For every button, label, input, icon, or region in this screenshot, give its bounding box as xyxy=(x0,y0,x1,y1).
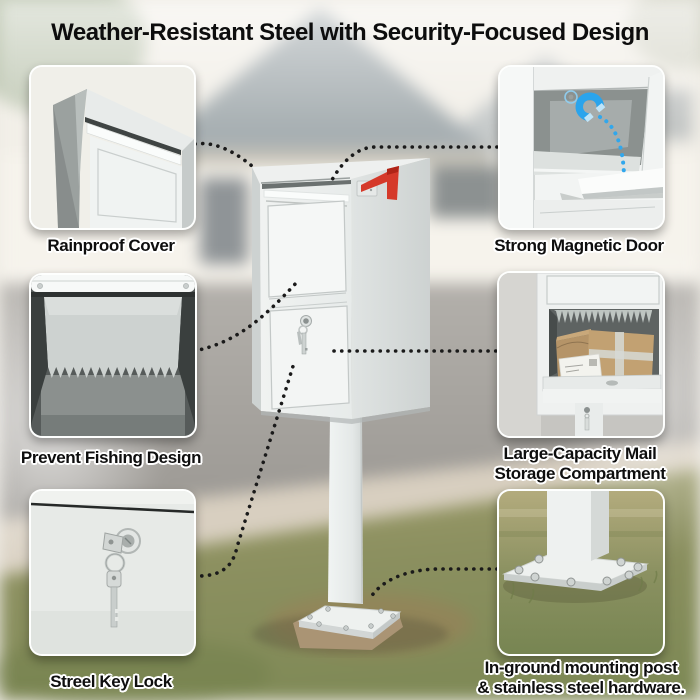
key-icon xyxy=(102,528,141,628)
inset-large-capacity xyxy=(497,271,665,438)
screw-icon xyxy=(514,554,643,587)
anti-fishing-teeth-icon xyxy=(44,297,182,378)
magnetic-door-flap xyxy=(578,168,663,194)
label-strong-magnetic-door: Strong Magnetic Door xyxy=(494,236,664,255)
background-window xyxy=(200,178,248,264)
label-key-lock: Streel Key Lock xyxy=(50,672,172,691)
background-window xyxy=(262,184,302,258)
inset-prevent-fishing xyxy=(29,273,197,438)
background-soil-patch xyxy=(268,593,473,655)
background-eave xyxy=(150,148,490,166)
background-garage-door xyxy=(430,166,502,218)
inset-mounting-post xyxy=(497,489,665,656)
label-rainproof-cover: Rainproof Cover xyxy=(47,236,175,255)
inset-strong-magnetic-door xyxy=(498,65,665,230)
label-prevent-fishing: Prevent Fishing Design xyxy=(20,448,202,467)
label-mounting-post: In-ground mounting post & stainless stee… xyxy=(477,658,685,697)
open-door-flap xyxy=(542,374,662,392)
inset-key-lock xyxy=(29,489,196,656)
label-large-capacity: Large-Capacity Mail Storage Compartment xyxy=(494,444,666,483)
page-title: Weather-Resistant Steel with Security-Fo… xyxy=(51,19,649,46)
inset-rainproof-cover xyxy=(29,65,196,230)
magnet-motion-dots xyxy=(598,115,626,177)
magnet-icon xyxy=(575,92,606,123)
rain-slot xyxy=(85,117,181,155)
